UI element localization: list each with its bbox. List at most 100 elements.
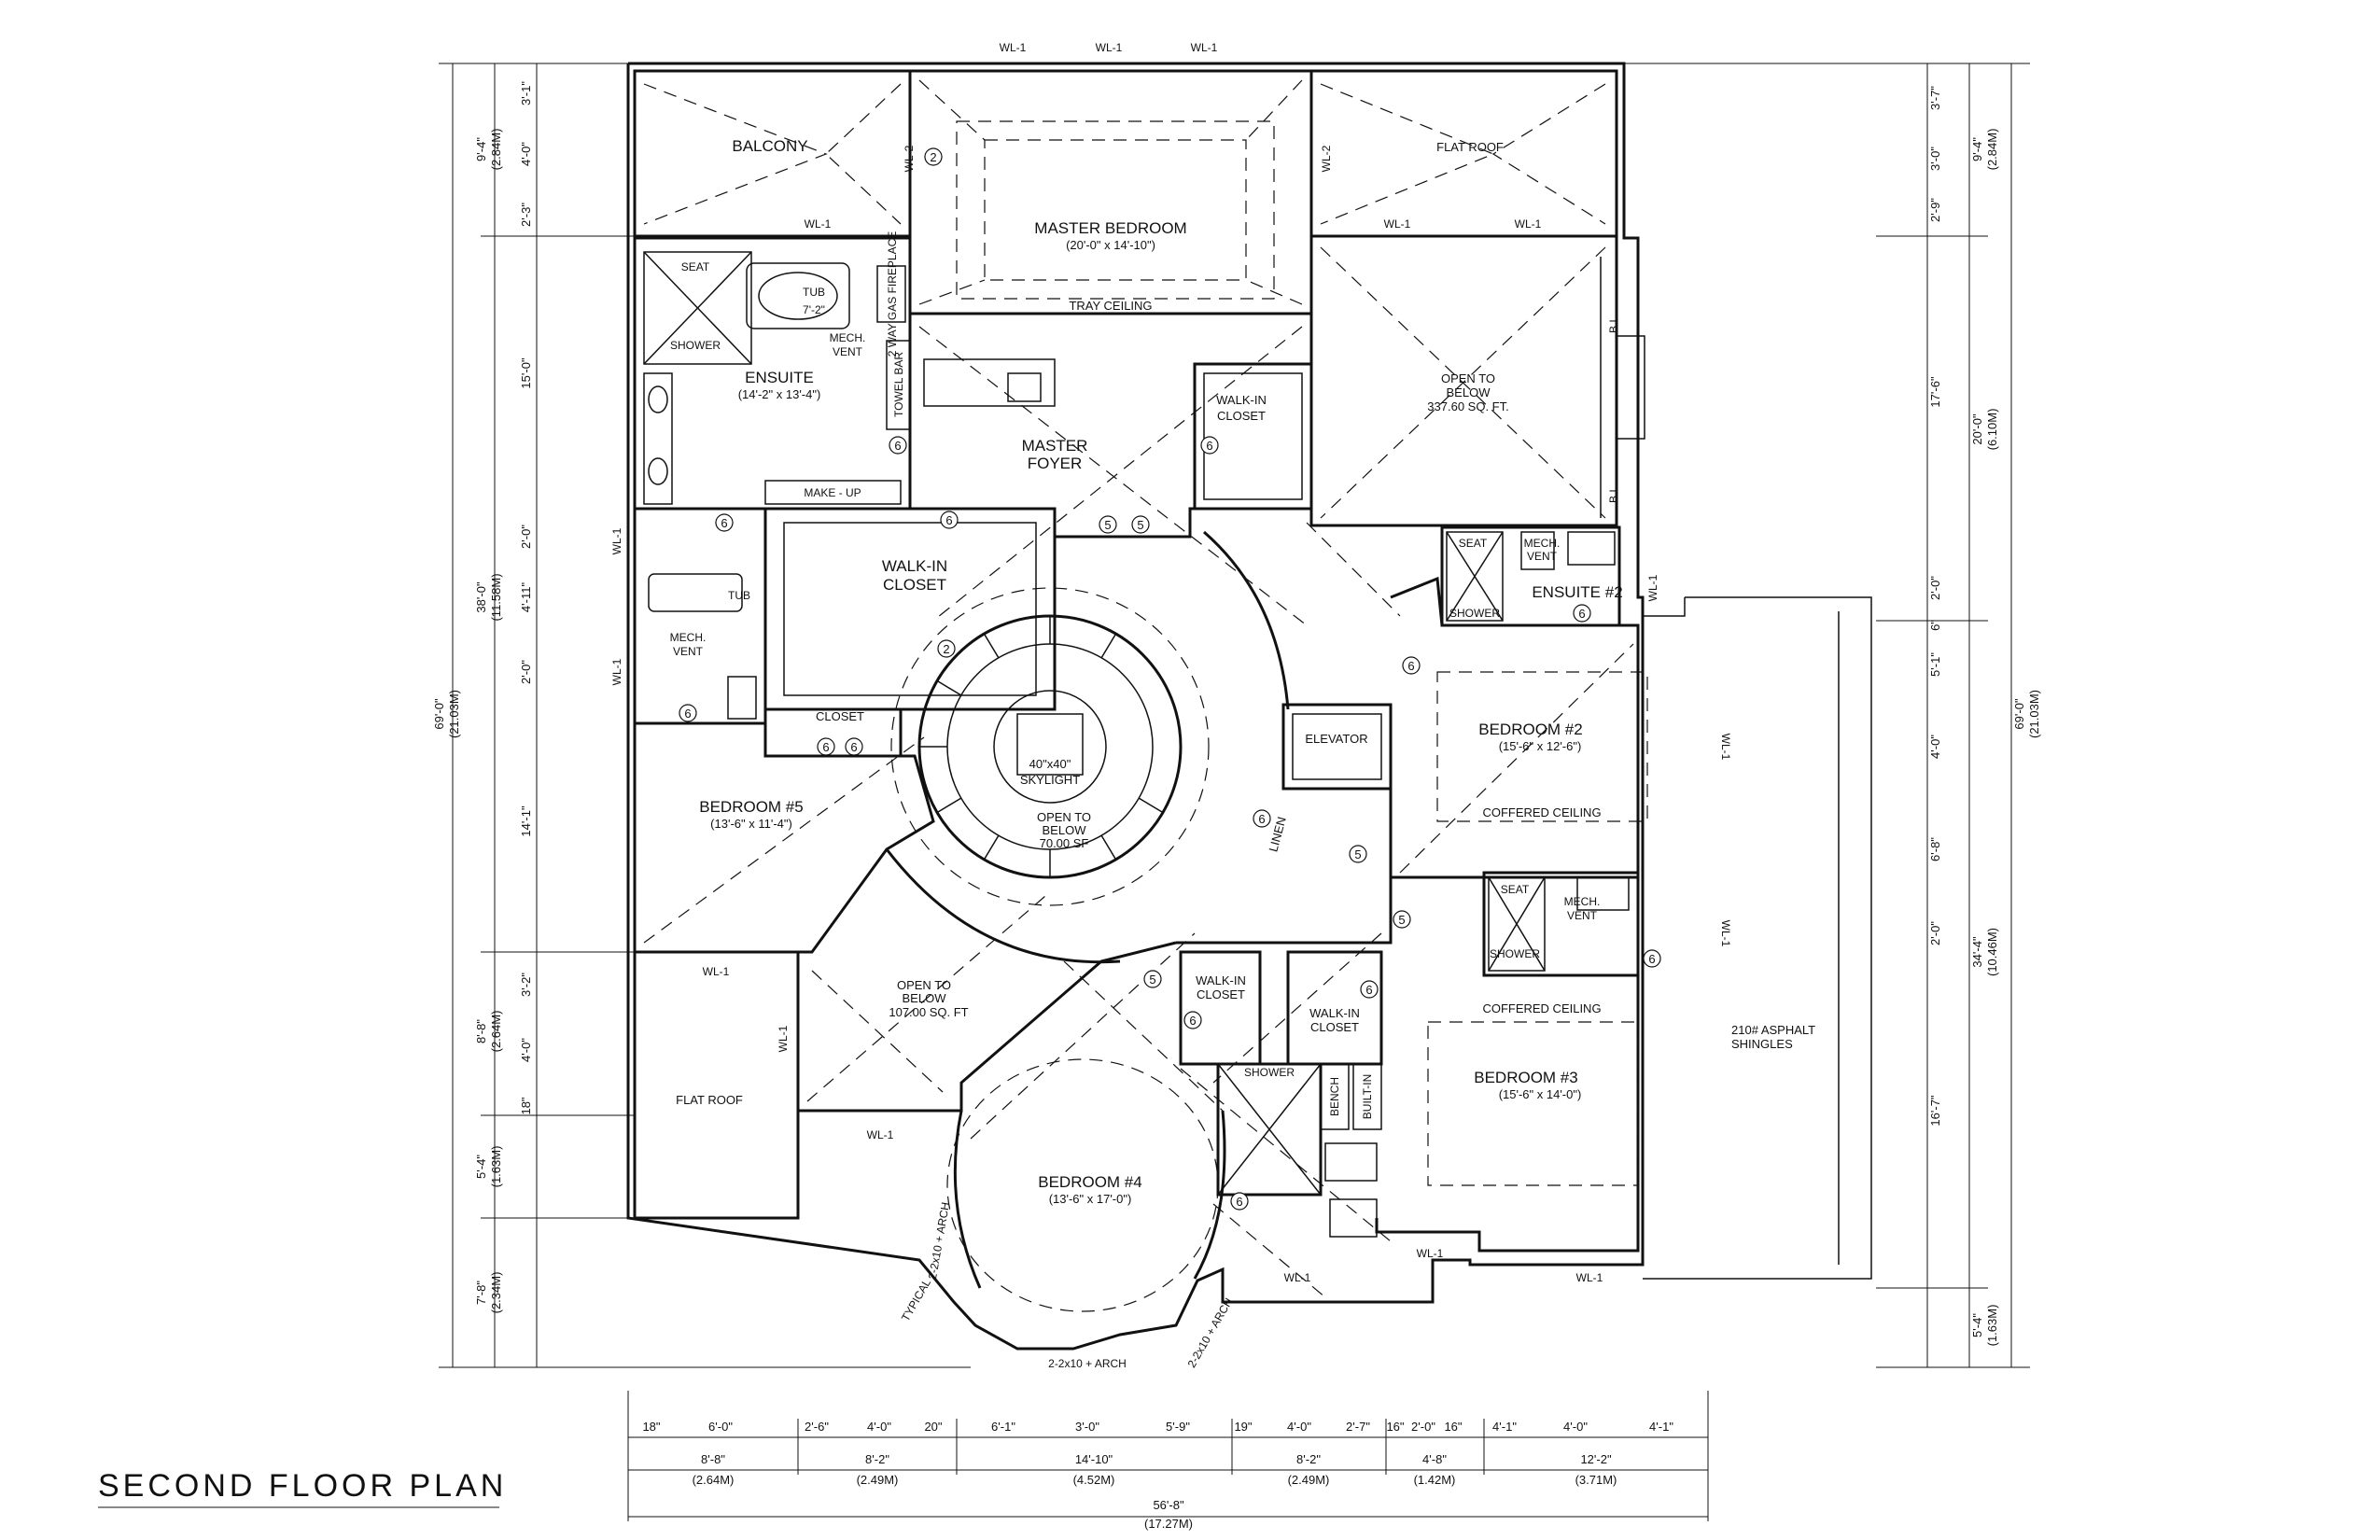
svg-text:9'-4": 9'-4"	[474, 137, 488, 161]
svg-text:5: 5	[1149, 973, 1155, 987]
svg-text:WL-1: WL-1	[1000, 41, 1027, 54]
tag-6h	[1402, 656, 1421, 675]
svg-text:2'-3": 2'-3"	[519, 203, 533, 227]
svg-text:3'-0": 3'-0"	[1928, 147, 1942, 171]
svg-text:5'-4": 5'-4"	[1970, 1313, 1984, 1337]
svg-text:VENT: VENT	[833, 345, 863, 358]
svg-text:WL-1: WL-1	[1719, 920, 1732, 947]
svg-text:WL-1: WL-1	[1646, 574, 1659, 601]
tag-5a	[1099, 515, 1117, 534]
svg-text:3'-7": 3'-7"	[1928, 86, 1942, 110]
svg-text:B.I.: B.I.	[1607, 486, 1620, 503]
bottom-dim-segment: 6'-1"	[991, 1420, 1015, 1434]
svg-text:SEAT: SEAT	[1459, 537, 1488, 550]
svg-text:CLOSET: CLOSET	[883, 576, 946, 594]
svg-text:5: 5	[1137, 518, 1143, 532]
svg-text:SHOWER: SHOWER	[1490, 947, 1540, 960]
tag-6n	[1230, 1192, 1249, 1211]
svg-text:WALK-IN: WALK-IN	[882, 557, 947, 575]
overall-width-metric: (17.27M)	[1144, 1517, 1193, 1531]
svg-text:MECH.: MECH.	[1564, 895, 1601, 908]
bottom-dim-group-metric: (2.49M)	[857, 1473, 899, 1487]
svg-text:40"x40": 40"x40"	[1029, 757, 1071, 771]
hall-lines	[1063, 522, 1401, 1112]
svg-text:2: 2	[943, 642, 949, 656]
tag-5e	[1143, 970, 1162, 988]
svg-text:BENCH: BENCH	[1328, 1077, 1341, 1116]
bedroom4-label: BEDROOM #4	[1038, 1173, 1141, 1191]
bottom-dim-segment: 6'-0"	[708, 1420, 733, 1434]
svg-text:6: 6	[1365, 983, 1372, 997]
bottom-dim-segment: 19"	[1234, 1420, 1252, 1434]
svg-text:18": 18"	[519, 1097, 533, 1114]
svg-text:WALK-IN: WALK-IN	[1196, 973, 1246, 987]
svg-text:FLAT ROOF: FLAT ROOF	[676, 1093, 743, 1107]
bath-left	[633, 507, 767, 725]
svg-text:6: 6	[1236, 1195, 1242, 1209]
svg-text:BUILT-IN: BUILT-IN	[1361, 1074, 1374, 1119]
svg-text:WL-2: WL-2	[903, 145, 916, 172]
svg-text:VENT: VENT	[1567, 909, 1598, 922]
window-labels: WL-1 WL-1 WL-1 WL-1 WL-1 WL-1 WL-1 WL-1 …	[610, 41, 1732, 1284]
svg-text:CLOSET: CLOSET	[1217, 409, 1266, 423]
svg-text:7'-2": 7'-2"	[803, 303, 825, 316]
svg-text:6: 6	[894, 439, 901, 453]
svg-text:210# ASPHALT: 210# ASPHALT	[1731, 1023, 1815, 1037]
svg-text:8'-8": 8'-8"	[474, 1019, 488, 1043]
skylight	[1016, 713, 1084, 776]
bottom-dim-segment: 4'-1"	[1492, 1420, 1517, 1434]
svg-text:FLAT ROOF: FLAT ROOF	[1436, 140, 1504, 154]
svg-text:MAKE - UP: MAKE - UP	[804, 486, 861, 499]
svg-text:6'-8": 6'-8"	[1928, 837, 1942, 861]
bi-fireplace	[1616, 335, 1645, 440]
svg-text:38'-0": 38'-0"	[474, 581, 488, 613]
bottom-dim-segment: 4'-0"	[1287, 1420, 1311, 1434]
svg-text:2-2x10 + ARCH: 2-2x10 + ARCH	[1048, 1357, 1127, 1370]
svg-text:2-2x10 + ARCH: 2-2x10 + ARCH	[1185, 1295, 1236, 1370]
svg-text:2 WAY GAS FIREPLACE: 2 WAY GAS FIREPLACE	[886, 231, 899, 357]
bottom-dim-segment: 4'-0"	[867, 1420, 891, 1434]
bottom-dimension-lines	[627, 1391, 1709, 1521]
svg-text:SEAT: SEAT	[1501, 883, 1530, 896]
elevator-label: ELEVATOR	[1305, 732, 1367, 746]
bottom-dimension-text: 18"6'-0"2'-6"4'-0"20"6'-1"3'-0"5'-9"19"4…	[642, 1420, 1673, 1531]
svg-text:(21.03M): (21.03M)	[2027, 690, 2041, 738]
svg-text:(2.84M): (2.84M)	[1985, 129, 1999, 171]
svg-text:5: 5	[1398, 913, 1405, 927]
svg-text:6: 6	[945, 513, 952, 527]
svg-text:16'-7": 16'-7"	[1928, 1095, 1942, 1127]
tub	[746, 262, 850, 329]
bottom-dim-segment: 5'-9"	[1166, 1420, 1190, 1434]
flat-roof-left	[633, 950, 800, 1220]
tag-6g	[845, 737, 863, 756]
bedroom3-area	[1176, 875, 1640, 1253]
bottom-dim-segment: 16"	[1444, 1420, 1462, 1434]
svg-text:5: 5	[1104, 518, 1111, 532]
bottom-dim-group-metric: (2.49M)	[1288, 1473, 1330, 1487]
tag-6c	[940, 511, 959, 529]
built-in	[1352, 1063, 1382, 1130]
svg-text:70.00 SF: 70.00 SF	[1040, 836, 1089, 850]
svg-text:337.60 SQ. FT.: 337.60 SQ. FT.	[1427, 399, 1508, 413]
tag-5d	[1393, 910, 1411, 929]
shower-3	[1488, 876, 1546, 972]
walkin-closet-master	[1193, 362, 1313, 511]
svg-text:2'-0": 2'-0"	[1928, 576, 1942, 600]
svg-text:6: 6	[684, 707, 691, 721]
svg-text:2'-0": 2'-0"	[519, 660, 533, 684]
bedroom4-ceiling	[946, 1058, 1219, 1312]
svg-text:WL-1: WL-1	[1096, 41, 1123, 54]
svg-text:WL-1: WL-1	[867, 1128, 894, 1141]
svg-text:TRAY CEILING: TRAY CEILING	[1069, 299, 1152, 313]
svg-text:(2.84M): (2.84M)	[489, 129, 503, 171]
bottom-dim-group: 4'-8"	[1422, 1452, 1447, 1466]
bottom-dim-group: 12'-2"	[1580, 1452, 1612, 1466]
svg-text:6: 6	[850, 740, 857, 754]
svg-text:5'-4": 5'-4"	[474, 1155, 488, 1179]
svg-text:TYPICAL: TYPICAL	[899, 1277, 933, 1324]
tag-6k	[1643, 949, 1661, 968]
tag-5c	[1349, 845, 1367, 863]
svg-text:WL-1: WL-1	[1576, 1271, 1603, 1284]
elevator-shaft	[1281, 703, 1393, 791]
